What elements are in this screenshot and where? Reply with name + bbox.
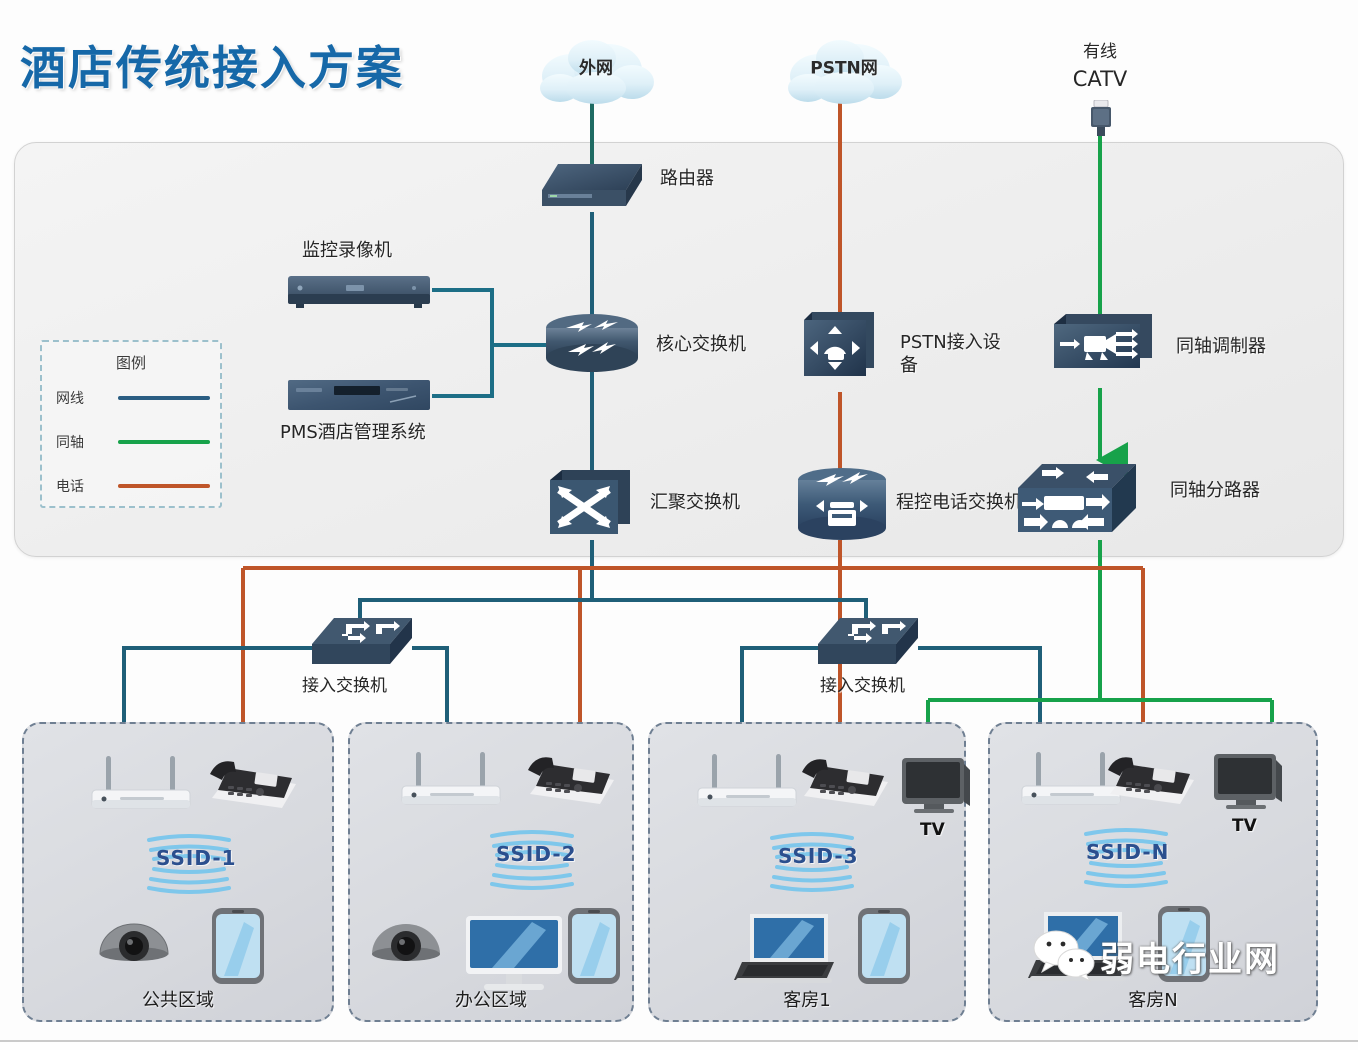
- desk-phone-icon: [522, 746, 618, 815]
- access-switch-left-icon: [308, 616, 416, 683]
- core-switch-icon: [544, 312, 640, 379]
- pstn-cloud: PSTN网: [784, 36, 904, 108]
- aggregation-switch-label: 汇聚交换机: [650, 492, 740, 513]
- bottom-divider: [0, 1040, 1358, 1042]
- tv-label-room1: TV: [920, 820, 945, 840]
- dvr-label: 监控录像机: [302, 240, 392, 261]
- zone-title-office-area: 办公区域: [455, 990, 527, 1011]
- ssid-waves-icon: [1076, 826, 1176, 893]
- pbx-icon: [796, 466, 888, 549]
- pstn-cloud-label: PSTN网: [810, 58, 878, 79]
- access-switch-right-label: 接入交换机: [820, 676, 905, 696]
- legend-swatch-phone: [118, 484, 210, 488]
- legend-label-coax: 同轴: [56, 435, 84, 451]
- legend-title: 图例: [115, 354, 146, 372]
- ssid-waves-icon: [139, 832, 239, 899]
- watermark-text: 弱电行业网: [1100, 940, 1280, 980]
- access-switch-right-icon: [814, 616, 922, 683]
- dome-camera-icon: [368, 910, 444, 977]
- legend-item-coax: 同轴: [56, 432, 212, 452]
- legend-label-network: 网线: [56, 391, 84, 407]
- router-icon: [538, 160, 646, 221]
- ssid-label-2: SSID-2: [496, 842, 577, 866]
- ssid-label-1: SSID-1: [156, 846, 237, 870]
- wireless-ap-icon: [86, 752, 196, 819]
- desk-phone-icon: [796, 748, 892, 817]
- desktop-monitor-icon: [462, 914, 566, 999]
- zone-title-guestroom-1: 客房1: [783, 990, 831, 1011]
- core-switch-label: 核心交换机: [656, 334, 746, 355]
- zone-title-public-area: 公共区域: [142, 990, 214, 1011]
- ssid-label-n: SSID-N: [1086, 840, 1170, 864]
- legend-label-phone: 电话: [56, 479, 84, 495]
- ssid-label-3: SSID-3: [778, 844, 859, 868]
- catv-connector-icon: [1088, 99, 1114, 141]
- zone-public-area: SSID-1 公共区域: [22, 722, 334, 1022]
- pms-label: PMS酒店管理系统: [280, 422, 426, 443]
- wan-cloud-label: 外网: [579, 58, 613, 79]
- zone-guestroom-1: TV SSID-3: [648, 722, 970, 1022]
- smartphone-icon: [856, 906, 912, 991]
- smartphone-icon: [1156, 904, 1212, 989]
- ssid-waves-icon: [482, 828, 582, 895]
- dvr-icon: [286, 272, 432, 317]
- pstn-access-icon: [802, 310, 878, 395]
- page-title: 酒店传统接入方案: [20, 42, 404, 94]
- tv-icon: [1212, 750, 1284, 819]
- access-switch-left-label: 接入交换机: [302, 676, 387, 696]
- wireless-ap-icon: [692, 750, 802, 817]
- wechat-logo-icon: [1032, 930, 1098, 987]
- zone-title-guestroom-n: 客房N: [1128, 990, 1178, 1011]
- pms-icon: [286, 376, 432, 421]
- legend-swatch-network: [118, 396, 210, 400]
- desk-phone-icon: [204, 750, 300, 819]
- desk-phone-icon: [1102, 746, 1198, 815]
- coax-splitter-label: 同轴分路器: [1170, 480, 1260, 501]
- legend-item-phone: 电话: [56, 476, 212, 496]
- smartphone-icon: [210, 906, 266, 991]
- dome-camera-icon: [96, 910, 172, 977]
- aggregation-switch-icon: [548, 468, 634, 549]
- coax-modulator-icon: [1052, 312, 1156, 385]
- smartphone-icon: [566, 906, 622, 991]
- wireless-ap-icon: [1016, 748, 1126, 815]
- pstn-access-label: PSTN接入设备: [900, 332, 1001, 376]
- legend-item-network: 网线: [56, 388, 212, 408]
- tv-icon: [900, 754, 972, 823]
- coax-modulator-label: 同轴调制器: [1176, 336, 1266, 357]
- catv-label-line2: CATV: [1072, 67, 1128, 91]
- laptop-icon: [730, 910, 840, 995]
- zone-office-area: SSID-2: [348, 722, 634, 1022]
- router-label: 路由器: [660, 168, 714, 189]
- wireless-ap-icon: [396, 748, 506, 815]
- legend-swatch-coax: [118, 440, 210, 444]
- ssid-waves-icon: [762, 830, 862, 897]
- wan-cloud: 外网: [536, 36, 656, 108]
- zone-guestroom-n: TV SSID-N: [988, 722, 1318, 1022]
- tv-label-roomn: TV: [1232, 816, 1257, 836]
- catv-label-line1: 有线: [1083, 42, 1117, 62]
- coax-splitter-icon: [1016, 462, 1140, 549]
- pbx-label: 程控电话交换机: [896, 492, 1022, 513]
- legend: 图例 网线 同轴 电话: [40, 340, 222, 508]
